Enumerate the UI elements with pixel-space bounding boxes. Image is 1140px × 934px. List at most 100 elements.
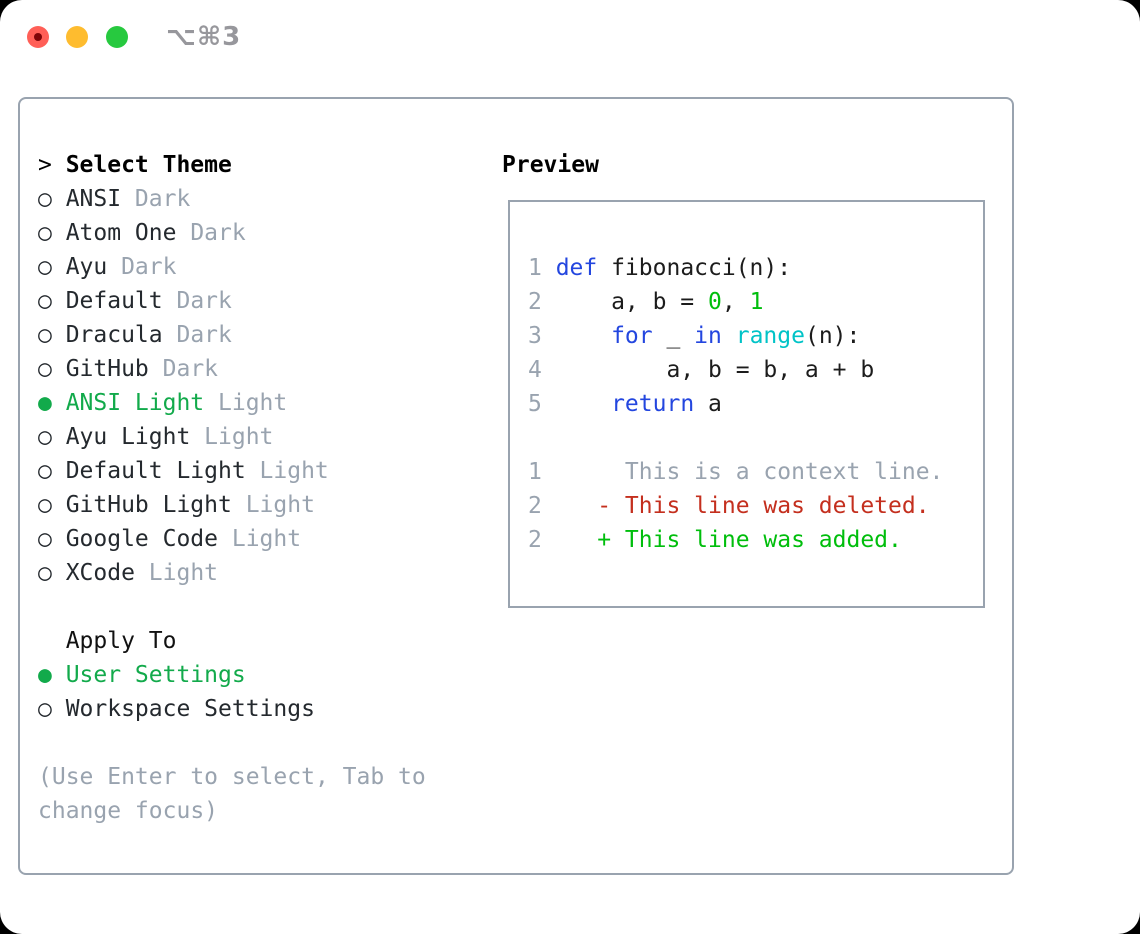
theme-item-ansi-light[interactable]: ● ANSI Light Light (38, 386, 490, 420)
radio-unselected-icon: ○ (38, 254, 52, 280)
line-number: 2 (528, 527, 542, 553)
radio-unselected-icon: ○ (38, 560, 52, 586)
zoom-button[interactable] (106, 26, 128, 48)
line-number: 5 (528, 391, 542, 417)
unsaved-changes-dot (34, 33, 42, 41)
theme-item-name: Ayu Light (65, 424, 191, 450)
theme-item-tag: Dark (176, 322, 232, 348)
spacer (38, 590, 490, 624)
code-segment: for (611, 323, 653, 349)
theme-item-name: GitHub Light (65, 492, 232, 518)
radio-selected-icon: ● (38, 662, 52, 688)
code-segment: a, b = (555, 289, 709, 315)
radio-selected-icon: ● (38, 390, 52, 416)
close-button[interactable] (27, 26, 49, 48)
code-segment (722, 323, 736, 349)
theme-item-ayu[interactable]: ○ Ayu Dark (38, 250, 490, 284)
cursor-icon: > (38, 152, 52, 178)
theme-item-name: ANSI Light (65, 390, 205, 416)
apply-to-list: ● User Settings ○ Workspace Settings (38, 658, 490, 726)
code-segment: fibonacci(n): (597, 255, 792, 281)
theme-item-tag: Dark (134, 186, 191, 212)
code-segment: _ (652, 323, 695, 349)
code-segment (556, 323, 611, 349)
radio-unselected-icon: ○ (38, 526, 52, 552)
apply-to-header-label: Apply To (65, 628, 177, 654)
titlebar: ⌥⌘3 (0, 0, 1140, 70)
code-segment: 0 (708, 289, 722, 315)
theme-item-tag: Light (259, 458, 329, 484)
radio-unselected-icon: ○ (38, 220, 52, 246)
code-segment: - This line was deleted. (555, 493, 930, 519)
theme-item-tag: Light (204, 424, 274, 450)
theme-item-name: ANSI (65, 186, 122, 212)
code-line-4: 4 a, b = b, a + b (528, 353, 973, 387)
theme-item-tag: Dark (162, 356, 219, 382)
help-text: (Use Enter to select, Tab to change focu… (38, 764, 426, 824)
theme-item-name: Dracula (65, 322, 163, 348)
theme-item-name: Google Code (65, 526, 219, 552)
code-segment: + This line was added. (555, 527, 902, 553)
diff-added-line: 2 + This line was added. (528, 523, 973, 557)
radio-unselected-icon: ○ (38, 288, 52, 314)
apply-option-label: Workspace Settings (65, 696, 315, 722)
select-theme-header: > Select Theme (38, 148, 490, 182)
line-number: 1 (528, 255, 542, 281)
apply-option-label: User Settings (65, 662, 246, 688)
theme-item-ayu-light[interactable]: ○ Ayu Light Light (38, 420, 490, 454)
theme-item-name: Ayu (65, 254, 108, 280)
code-segment: in (694, 323, 722, 349)
theme-item-tag: Light (218, 390, 288, 416)
diff-deleted-line: 2 - This line was deleted. (528, 489, 973, 523)
code-segment: This is a context line. (555, 459, 944, 485)
select-theme-header-label: Select Theme (65, 152, 232, 178)
spacer (38, 726, 490, 760)
radio-unselected-icon: ○ (38, 696, 52, 722)
theme-item-atom-one[interactable]: ○ Atom One Dark (38, 216, 490, 250)
theme-item-name: GitHub (65, 356, 149, 382)
line-number: 2 (528, 289, 542, 315)
theme-item-xcode[interactable]: ○ XCode Light (38, 556, 490, 590)
line-number: 2 (528, 493, 542, 519)
code-segment: return (611, 391, 695, 417)
minimize-button[interactable] (66, 26, 88, 48)
code-segment: def (555, 255, 598, 281)
diff-preview: 1 This is a context line. 2 - This line w… (528, 455, 973, 557)
line-number: 3 (528, 323, 542, 349)
theme-item-name: Default Light (65, 458, 246, 484)
preview-box: 1 def fibonacci(n): 2 a, b = 0, 1 3 for _ i… (508, 200, 985, 608)
code-segment: a (694, 391, 722, 417)
apply-to-header: Apply To (38, 624, 490, 658)
theme-item-tag: Dark (121, 254, 177, 280)
radio-unselected-icon: ○ (38, 356, 52, 382)
theme-item-tag: Dark (190, 220, 246, 246)
radio-unselected-icon: ○ (38, 186, 52, 212)
theme-item-tag: Light (245, 492, 315, 518)
radio-unselected-icon: ○ (38, 322, 52, 348)
theme-item-tag: Light (148, 560, 219, 586)
apply-option-workspace-settings[interactable]: ○ Workspace Settings (38, 692, 490, 726)
window-title-shortcut: ⌥⌘3 (166, 22, 242, 52)
theme-item-dracula[interactable]: ○ Dracula Dark (38, 318, 490, 352)
radio-unselected-icon: ○ (38, 424, 52, 450)
theme-item-name: XCode (65, 560, 135, 586)
code-line-3: 3 for _ in range(n): (528, 319, 973, 353)
theme-item-name: Atom One (65, 220, 177, 246)
code-segment: , (721, 289, 750, 315)
theme-item-github[interactable]: ○ GitHub Dark (38, 352, 490, 386)
theme-item-ansi[interactable]: ○ ANSI Dark (38, 182, 490, 216)
code-segment (556, 391, 611, 417)
code-segment: (n): (804, 323, 861, 349)
line-number: 1 (528, 459, 542, 485)
apply-option-user-settings[interactable]: ● User Settings (38, 658, 490, 692)
theme-item-name: Default (65, 288, 163, 314)
